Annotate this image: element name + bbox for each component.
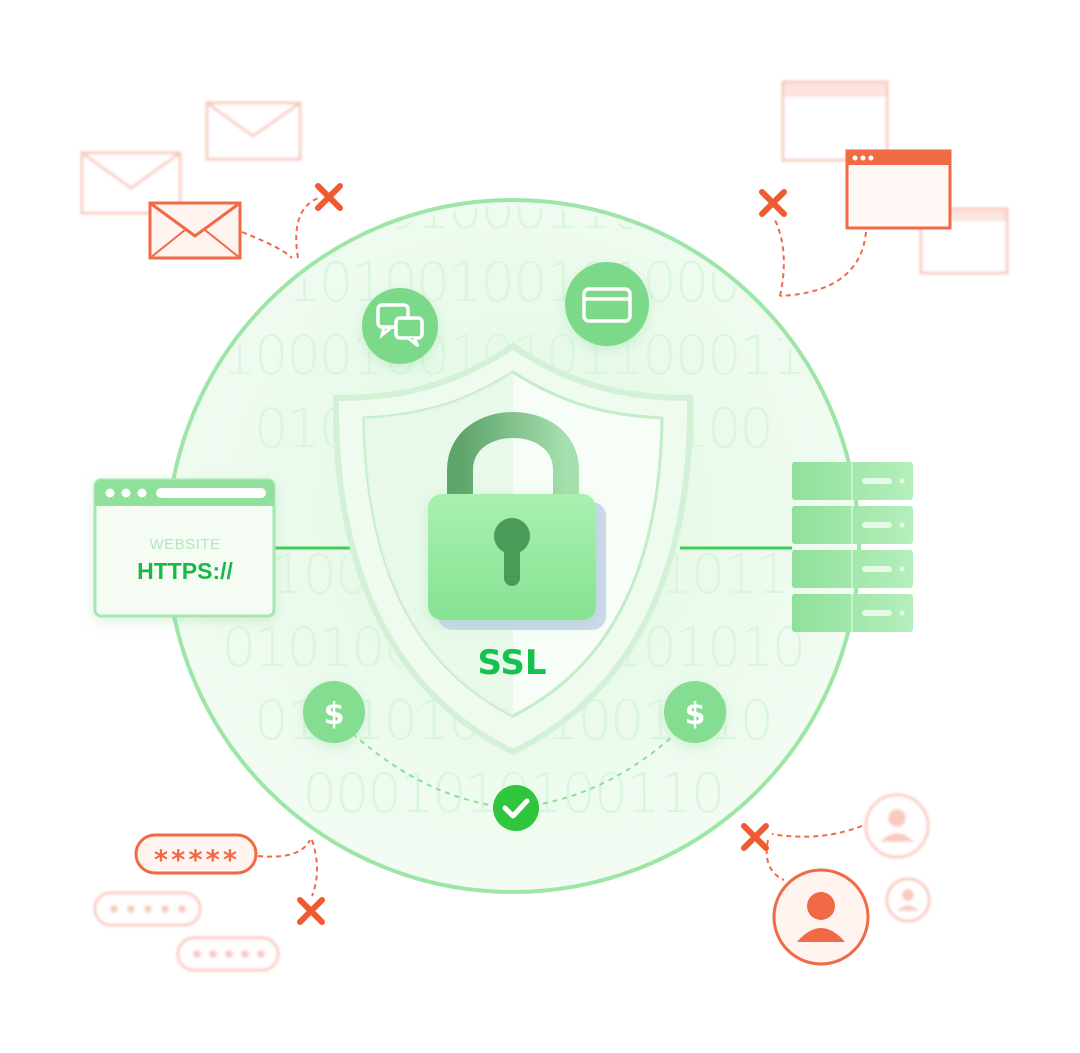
svg-text:$: $	[324, 697, 345, 732]
dollar-icon-left: $	[303, 681, 365, 743]
password-field-faded-2	[176, 936, 280, 972]
cross-icon-password	[297, 897, 325, 925]
user-threat-path	[765, 825, 863, 881]
chat-bubbles-icon	[362, 288, 438, 364]
browser-window-icon-faded-top	[781, 80, 889, 162]
cross-icon-browser	[759, 189, 787, 217]
password-field	[134, 833, 258, 875]
server-rack-icon	[792, 462, 913, 632]
cross-icon-email	[315, 183, 343, 211]
user-icon-faded-small	[885, 877, 931, 923]
user-icon-faded-top	[864, 793, 930, 859]
server-unit	[792, 550, 913, 588]
browser-threat-path	[773, 217, 867, 297]
svg-text:$: $	[685, 697, 706, 732]
envelope-icon	[148, 201, 242, 260]
checkmark-icon	[493, 785, 539, 831]
https-label: HTTPS://	[137, 558, 233, 584]
website-card	[93, 478, 276, 618]
password-threat-path	[257, 839, 318, 897]
cross-icon-user	[741, 823, 769, 851]
user-icon	[772, 868, 870, 966]
password-field-faded-1	[93, 891, 202, 927]
binary-row: 01000110	[384, 178, 643, 241]
website-label: WEBSITE	[149, 536, 220, 553]
payment-dashed-arc	[337, 719, 691, 810]
dollar-icon-right: $	[664, 681, 726, 743]
padlock-icon	[428, 412, 606, 630]
server-unit	[792, 462, 913, 500]
ssl-label: SSL	[477, 643, 546, 683]
browser-window-icon	[845, 149, 952, 230]
envelope-icon-faded-top	[205, 101, 302, 161]
credit-card-icon	[565, 262, 649, 346]
server-unit	[792, 506, 913, 544]
email-threat-path	[241, 197, 319, 259]
password-masked-text: *****	[153, 845, 239, 876]
binary-row: 0101001001010000	[254, 251, 772, 314]
server-unit	[792, 594, 913, 632]
